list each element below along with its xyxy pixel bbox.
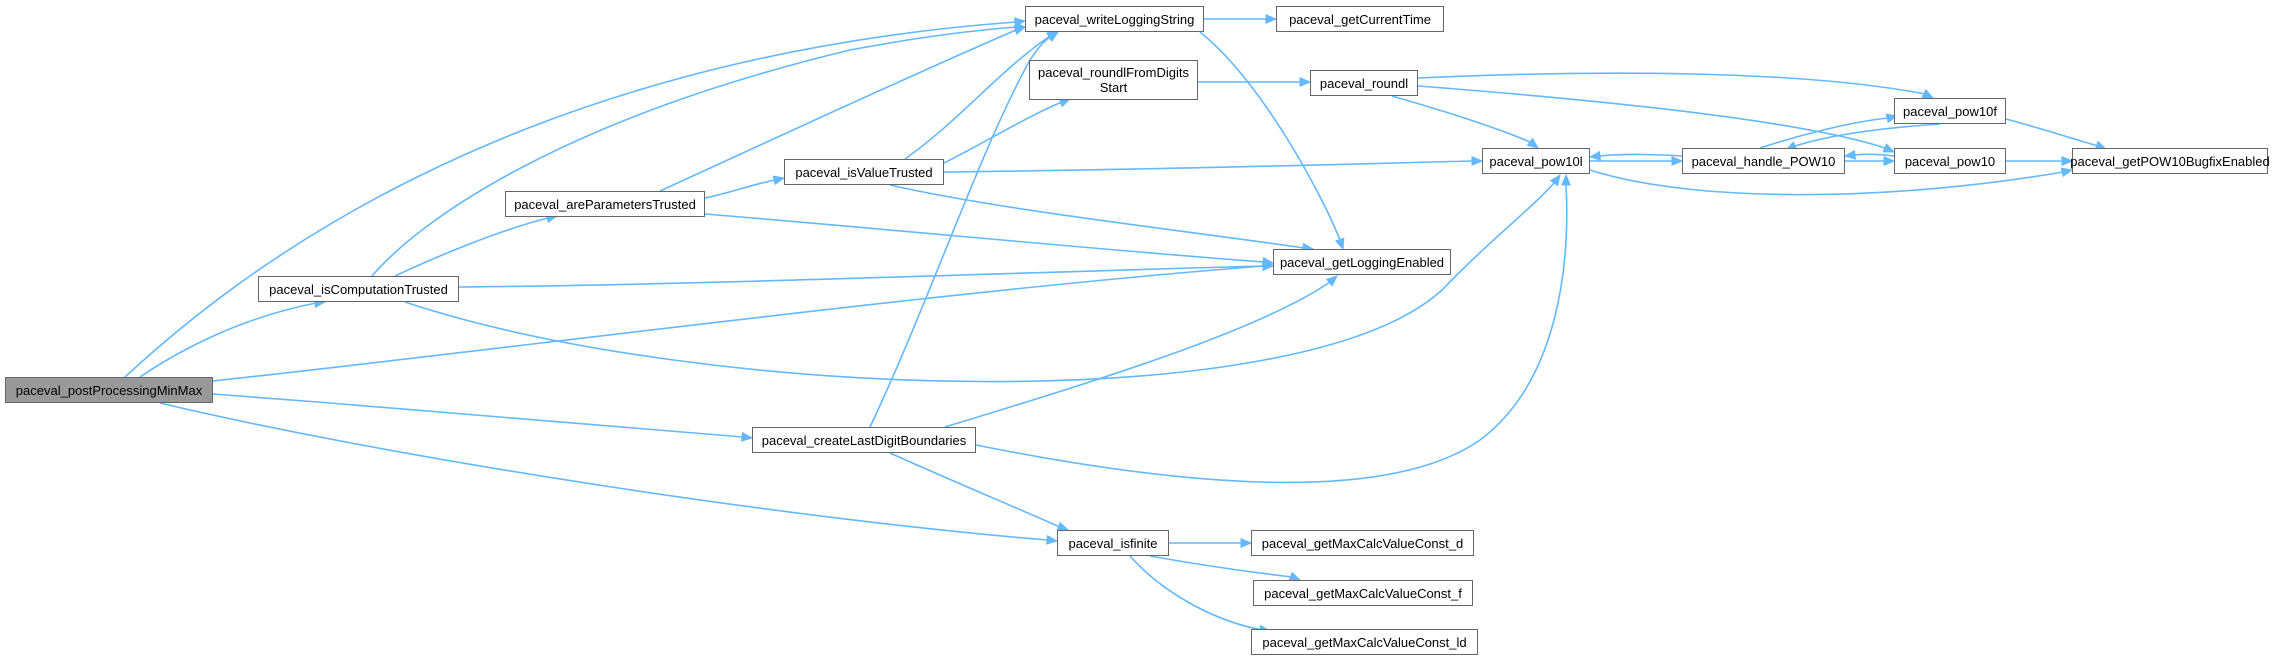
edge-root-isfinite <box>159 402 1049 541</box>
edge-params-isValue <box>704 179 776 199</box>
node-pow10l[interactable]: paceval_pow10l <box>1482 148 1590 174</box>
edge-roundl-pow10-arrowhead <box>1882 143 1896 153</box>
node-isComputationTrusted[interactable]: paceval_isComputationTrusted <box>258 276 459 302</box>
call-graph-edges <box>124 14 2108 635</box>
node-areParametersTrusted[interactable]: paceval_areParametersTrusted <box>505 191 705 217</box>
edge-roundl-pow10l <box>1391 95 1531 143</box>
edge-comp-pow10l <box>404 181 1556 383</box>
edge-roundlDigits-roundl-arrowhead <box>1299 77 1312 87</box>
edge-root-writeLogging <box>124 21 1017 378</box>
edge-params-writeLogging <box>659 29 1017 192</box>
edge-isValue-pow10l-arrowhead <box>1471 156 1484 166</box>
edge-roundl-pow10f <box>1417 72 1926 95</box>
edge-isfinite-maxLd <box>1129 555 1263 631</box>
edge-roundl-pow10l-arrowhead <box>1526 137 1540 149</box>
node-roundl[interactable]: paceval_roundl <box>1310 70 1418 96</box>
edge-pow10l-handle-arrowhead <box>1671 156 1684 166</box>
edge-params-writeLogging-arrowhead <box>1013 25 1027 36</box>
edge-create-isfinite <box>889 452 1061 528</box>
node-handle_POW10[interactable]: paceval_handle_POW10 <box>1682 148 1845 174</box>
edge-pow10f-handle <box>1794 123 1941 147</box>
edge-isValue-writeLogging <box>904 35 1051 160</box>
edge-roundl-pow10f-arrowhead <box>1921 88 1935 99</box>
edge-pow10-handle <box>1853 153 1895 157</box>
edge-handle-pow10l <box>1598 153 1683 157</box>
node-getMaxCalcValueConst_d[interactable]: paceval_getMaxCalcValueConst_d <box>1251 530 1474 556</box>
edge-comp-getLogging <box>458 265 1265 288</box>
edge-pow10-getPOW10-arrowhead <box>2061 156 2074 166</box>
edge-isfinite-maxF <box>1149 555 1293 578</box>
node-isfinite[interactable]: paceval_isfinite <box>1057 530 1169 556</box>
edge-handle-pow10f <box>1759 117 1889 149</box>
edge-root-isComputation <box>139 302 317 378</box>
node-getLoggingEnabled[interactable]: paceval_getLoggingEnabled <box>1273 249 1451 275</box>
node-getPOW10BugfixEnabled[interactable]: paceval_getPOW10BugfixEnabled <box>2070 148 2270 174</box>
edge-create-getLogging-arrowhead <box>1325 275 1338 287</box>
node-getCurrentTime[interactable]: paceval_getCurrentTime <box>1276 6 1444 32</box>
node-createLastDigitBoundaries[interactable]: paceval_createLastDigitBoundaries <box>752 427 976 453</box>
edge-writeLogging-getCurrentTime-arrowhead <box>1265 14 1278 24</box>
edge-handle-pow10l-arrowhead <box>1588 150 1601 161</box>
edge-root-isfinite-arrowhead <box>1046 534 1059 545</box>
edge-create-getLogging <box>944 281 1331 428</box>
edge-comp-pow10l-arrowhead <box>1549 173 1561 187</box>
edge-isValue-roundlDigits <box>943 101 1063 164</box>
node-getMaxCalcValueConst_ld[interactable]: paceval_getMaxCalcValueConst_ld <box>1251 629 1478 655</box>
node-pow10f[interactable]: paceval_pow10f <box>1894 98 2006 124</box>
edge-pow10f-getPOW10 <box>2005 118 2099 147</box>
edge-comp-writeLogging <box>371 26 1017 277</box>
edge-handle-pow10-arrowhead <box>1883 156 1896 166</box>
node-pow10[interactable]: paceval_pow10 <box>1894 148 2006 174</box>
edge-pow10l-getPOW10 <box>1589 169 2064 196</box>
edge-pow10-handle-arrowhead <box>1843 149 1856 160</box>
edge-params-getLogging <box>704 213 1265 263</box>
edge-create-writeLogging-arrowhead <box>1046 31 1060 42</box>
edge-isValue-pow10l <box>943 160 1474 173</box>
node-postProcessingMinMax: paceval_postProcessingMinMax <box>5 377 213 403</box>
edge-root-getLogging <box>212 265 1265 382</box>
edge-create-pow10l-arrowhead <box>1561 173 1571 186</box>
edge-pow10l-getPOW10-arrowhead <box>2060 167 2074 178</box>
edge-create-writeLogging <box>869 35 1053 428</box>
edge-writeLogging-getLogging <box>1199 31 1341 241</box>
edge-isValue-getLogging <box>889 184 1305 249</box>
edge-root-createLastDigit-arrowhead <box>741 431 754 442</box>
edge-writeLogging-getLogging-arrowhead <box>1334 237 1345 251</box>
edge-comp-areParams <box>394 217 549 277</box>
edge-create-pow10l <box>975 183 1568 484</box>
edge-params-getLogging-arrowhead <box>1262 256 1275 267</box>
edge-roundl-pow10 <box>1417 85 1886 149</box>
edge-params-isValue-arrowhead <box>772 175 786 186</box>
edge-root-createLastDigit <box>212 393 744 438</box>
node-isValueTrusted[interactable]: paceval_isValueTrusted <box>784 159 944 185</box>
edge-isfinite-maxD-arrowhead <box>1240 538 1253 548</box>
node-writeLoggingString[interactable]: paceval_writeLoggingString <box>1025 6 1204 32</box>
node-getMaxCalcValueConst_f[interactable]: paceval_getMaxCalcValueConst_f <box>1253 580 1473 606</box>
